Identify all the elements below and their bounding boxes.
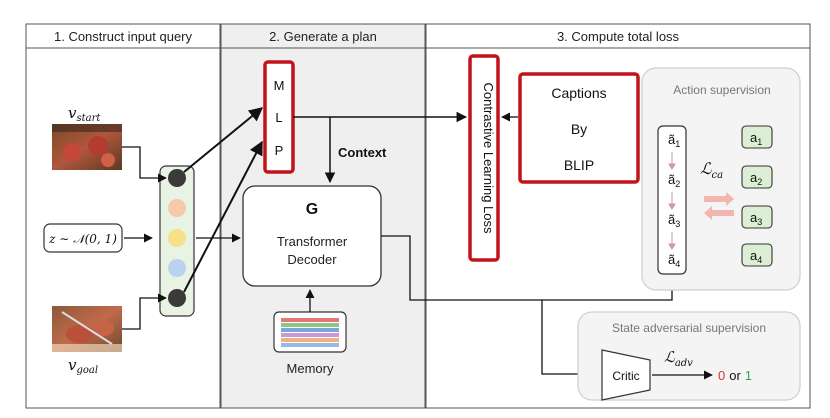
- panel-title-loss: 3. Compute total loss: [557, 29, 680, 44]
- token-peach: [168, 199, 186, 217]
- gt-action-2: a2: [741, 165, 773, 189]
- pred-action-arrows: [668, 152, 676, 250]
- pred-action-2: ã2: [668, 172, 680, 189]
- mlp-letter-m: M: [274, 78, 285, 93]
- critic-box: [601, 349, 651, 401]
- mlp-letter-l: L: [275, 110, 282, 125]
- goal-frame-image: [52, 306, 122, 352]
- noise-box: [43, 223, 123, 253]
- panel-title-plan: 2. Generate a plan: [269, 29, 377, 44]
- panel-title-construct: 1. Construct input query: [54, 29, 193, 44]
- critic-label: Critic: [612, 369, 639, 383]
- contrastive-box: [468, 54, 500, 262]
- svg-text:a2: a2: [750, 170, 762, 187]
- contrastive-label: Contrastive Learning Loss: [481, 82, 496, 234]
- loss-adv-label: ℒadv: [664, 348, 693, 369]
- token-goal: [168, 289, 186, 307]
- v-start-label: vstart: [68, 104, 101, 124]
- svg-text:a1: a1: [750, 130, 762, 147]
- memory-label: Memory: [287, 361, 334, 376]
- token-yellow: [168, 229, 186, 247]
- captions-line1: Captions: [551, 85, 606, 101]
- svg-text:a3: a3: [750, 210, 762, 227]
- svg-text:a4: a4: [750, 248, 762, 265]
- gt-action-4: a4: [741, 243, 773, 267]
- generator-line1: Transformer: [277, 234, 348, 249]
- mlp-letter-p: P: [275, 143, 284, 158]
- token-start: [168, 169, 186, 187]
- v-goal-label: vgoal: [68, 356, 98, 376]
- captions-line2: By: [571, 121, 587, 137]
- generator-output-line: [381, 235, 677, 301]
- gt-action-3: a3: [741, 205, 773, 229]
- arrow-start-to-token: [122, 146, 167, 183]
- arrow-token-goal-to-mlp: [183, 140, 263, 293]
- generator-line2: Decoder: [287, 252, 337, 267]
- context-label: Context: [338, 145, 387, 160]
- captions-box: [518, 72, 640, 184]
- arrow-token-start-to-mlp: [183, 107, 264, 173]
- pred-action-1: ã1: [668, 132, 680, 149]
- ca-double-arrow: [704, 192, 734, 220]
- pred-action-3: ã3: [668, 212, 680, 229]
- noise-label: z ∼ 𝒩(0, 1): [48, 232, 117, 246]
- arrow-goal-to-token: [122, 293, 167, 330]
- generator-title: G: [306, 201, 318, 218]
- captions-line3: BLIP: [564, 157, 594, 173]
- start-frame-image: [52, 124, 122, 170]
- token-blue: [168, 259, 186, 277]
- action-supervision-title: Action supervision: [673, 83, 770, 97]
- loss-ca-label: ℒca: [700, 159, 723, 181]
- pred-action-4: ã4: [668, 252, 680, 269]
- gt-action-1: a1: [741, 125, 773, 149]
- state-adversarial-title: State adversarial supervision: [612, 321, 766, 335]
- memory-bars: [281, 318, 339, 347]
